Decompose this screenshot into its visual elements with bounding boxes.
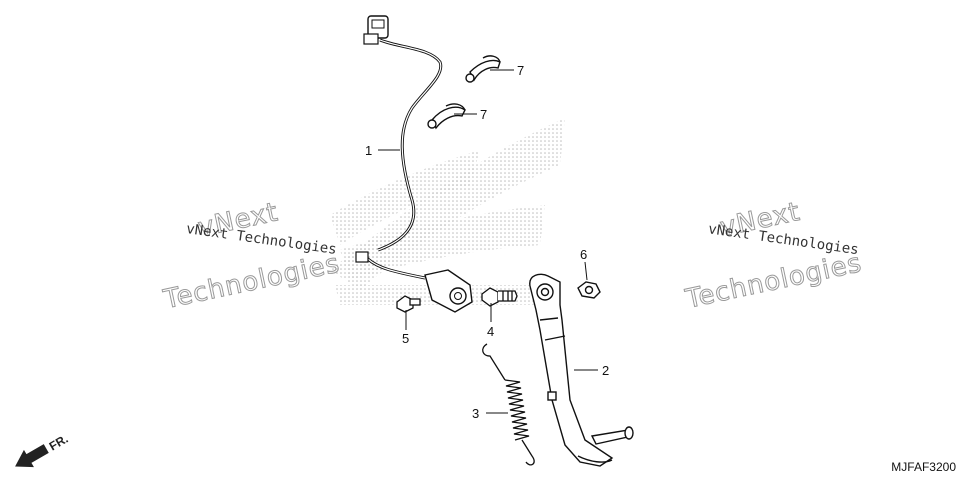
- wire-clip-upper: [465, 55, 501, 83]
- callout-7-upper: 7: [517, 63, 524, 78]
- side-stand: [529, 273, 634, 467]
- callout-5: 5: [402, 331, 409, 346]
- callout-labels: 1 2 3 4 5 6 7 7: [365, 63, 609, 421]
- watermark-left-big-bottom: Technologies: [160, 249, 342, 316]
- front-direction-indicator: FR.: [15, 432, 71, 468]
- watermark-right: vNext Technologies vNext Technologies: [682, 196, 865, 315]
- callout-1: 1: [365, 143, 372, 158]
- bolt-small: [396, 295, 421, 313]
- callout-4: 4: [487, 324, 494, 339]
- nut: [577, 281, 601, 299]
- arrow-left-icon: [15, 444, 49, 468]
- stand-spring: [482, 343, 535, 466]
- watermark-right-big-bottom: Technologies: [682, 248, 864, 315]
- watermark-left: vNext Technologies vNext Technologies: [160, 197, 343, 316]
- diagram-code: MJFAF3200: [891, 460, 956, 474]
- callout-6: 6: [580, 247, 587, 262]
- callout-leaders: [378, 69, 598, 414]
- callout-2: 2: [602, 363, 609, 378]
- side-stand-switch-harness: [355, 15, 473, 313]
- wire-clip-lower: [427, 103, 466, 130]
- pivot-bolt: [481, 287, 518, 307]
- callout-7-lower: 7: [480, 107, 487, 122]
- front-label: FR.: [47, 432, 71, 454]
- callout-3: 3: [472, 406, 479, 421]
